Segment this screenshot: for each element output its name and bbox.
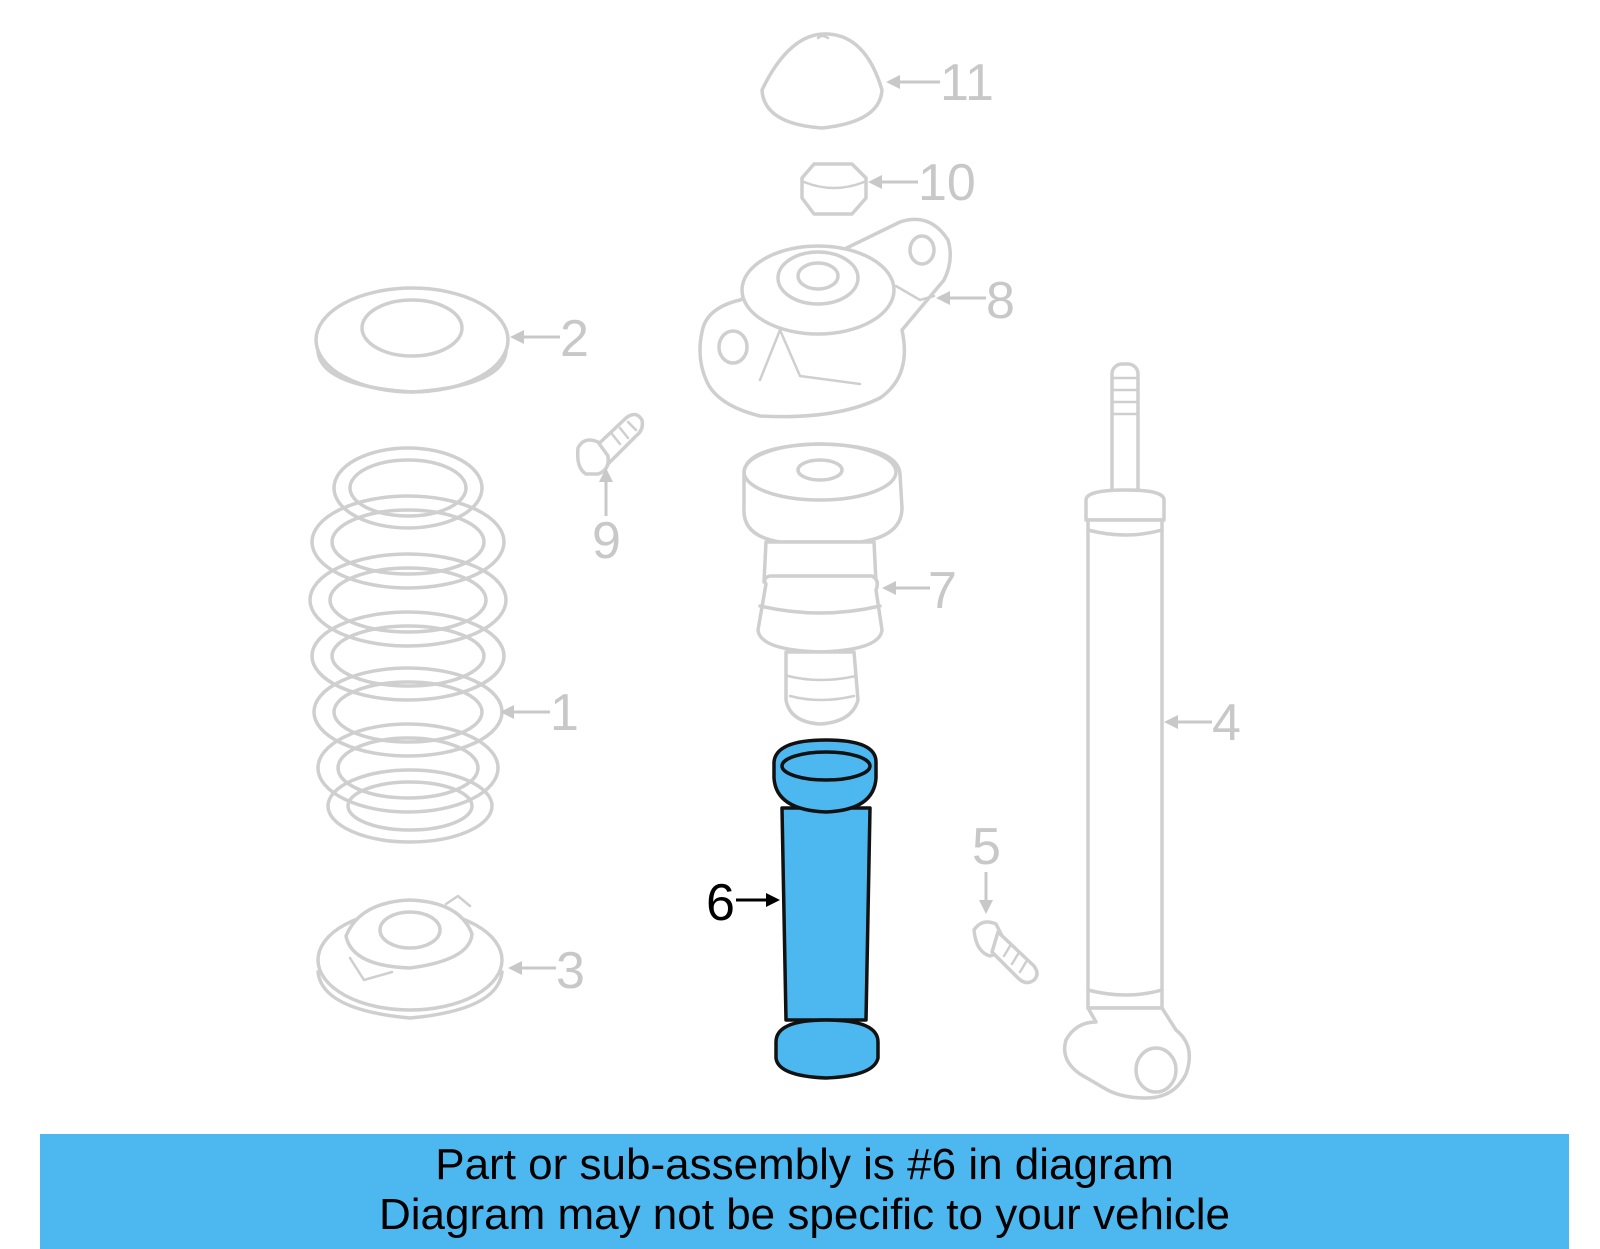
part-2-spring-pad [314, 286, 510, 394]
callout-4: 4 [1164, 694, 1241, 752]
callout-3: 3 [508, 942, 585, 1000]
info-banner: Part or sub-assembly is #6 in diagram Di… [40, 1134, 1569, 1249]
svg-text:3: 3 [556, 942, 585, 1000]
callout-1: 1 [500, 684, 579, 742]
part-4-shock-absorber [1062, 362, 1192, 1100]
svg-text:5: 5 [972, 818, 1001, 876]
callout-11: 11 [886, 54, 994, 112]
svg-text:2: 2 [560, 310, 589, 368]
svg-text:7: 7 [928, 562, 957, 620]
callout-7: 7 [882, 562, 957, 620]
svg-text:4: 4 [1212, 694, 1241, 752]
banner-line-2: Diagram may not be specific to your vehi… [378, 1190, 1231, 1239]
svg-text:1: 1 [550, 684, 579, 742]
svg-text:11: 11 [940, 54, 994, 112]
callout-10: 10 [868, 154, 976, 212]
part-6-protective-tube[interactable] [772, 738, 880, 1080]
part-9-bolt [575, 412, 645, 476]
svg-text:10: 10 [918, 154, 976, 212]
part-1-coil-spring [308, 446, 508, 844]
callout-5: 5 [972, 818, 1001, 914]
svg-text:9: 9 [592, 512, 621, 570]
part-8-strut-mount [698, 217, 952, 419]
svg-text:8: 8 [986, 272, 1015, 330]
banner-line-1: Part or sub-assembly is #6 in diagram [435, 1140, 1174, 1189]
callout-9: 9 [592, 468, 621, 570]
svg-text:6: 6 [706, 874, 735, 932]
part-10-nut [800, 162, 868, 216]
part-7-bump-stop [742, 442, 904, 726]
callout-2: 2 [510, 310, 589, 368]
callout-6: 6 [706, 874, 780, 932]
callout-8: 8 [936, 272, 1015, 330]
part-3-spring-seat [316, 894, 504, 1020]
part-11-dust-cap [760, 32, 884, 130]
part-5-bolt [972, 920, 1039, 985]
